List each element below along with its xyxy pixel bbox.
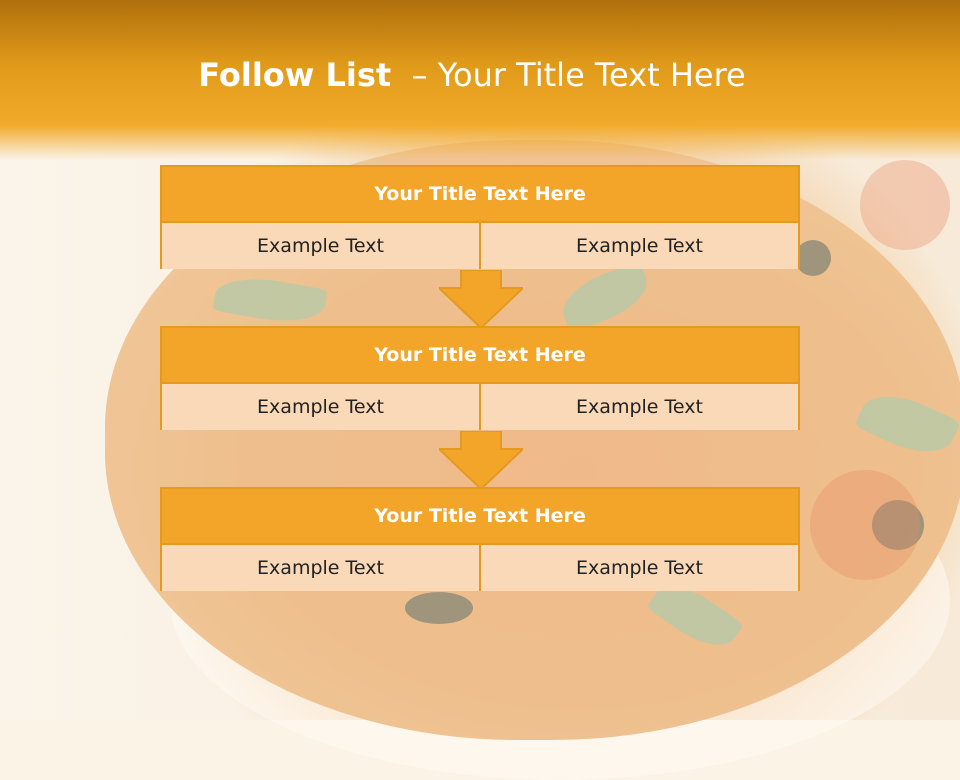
slide-title-bold: Follow List (198, 56, 392, 94)
step-box-1: Your Title Text Here Example Text Exampl… (160, 165, 800, 269)
header-bar (0, 0, 960, 160)
step-title: Your Title Text Here (162, 328, 798, 384)
step-title: Your Title Text Here (162, 167, 798, 223)
olive-decoration (405, 592, 473, 624)
olive-decoration (795, 240, 831, 276)
step-cell-left: Example Text (162, 384, 479, 430)
tomato-decoration (860, 160, 950, 250)
slide-title: Follow List – Your Title Text Here (0, 56, 944, 94)
step-box-2: Your Title Text Here Example Text Exampl… (160, 326, 800, 430)
step-cell-right: Example Text (479, 384, 798, 430)
step-box-3: Your Title Text Here Example Text Exampl… (160, 487, 800, 591)
step-cell-left: Example Text (162, 545, 479, 591)
step-cell-left: Example Text (162, 223, 479, 269)
tomato-decoration (810, 470, 920, 580)
slide-title-rest: – Your Title Text Here (411, 56, 746, 94)
down-arrow-icon (439, 431, 523, 489)
down-arrow-icon (439, 270, 523, 328)
step-cell-right: Example Text (479, 223, 798, 269)
step-title: Your Title Text Here (162, 489, 798, 545)
olive-decoration (872, 500, 924, 550)
step-cell-right: Example Text (479, 545, 798, 591)
